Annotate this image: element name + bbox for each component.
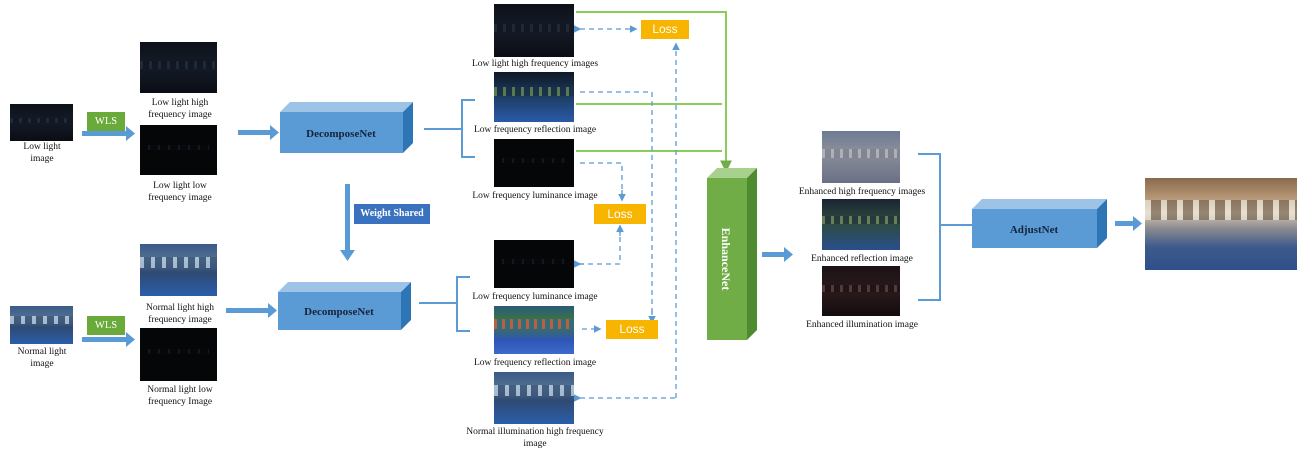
enhancenet-label: EnhanceNet xyxy=(719,228,733,291)
normal-light-input-image xyxy=(10,306,73,344)
low-light-high-frequency-label: Low light high frequency image xyxy=(148,98,212,120)
bottom-reflection-image xyxy=(494,306,574,354)
enhanced-illumination-image xyxy=(822,266,900,316)
enhanced-high-frequency-label: Enhanced high frequency images xyxy=(798,187,926,197)
normal-light-high-frequency-image xyxy=(140,244,217,296)
top-luminance-label: Low frequency luminance image xyxy=(472,191,598,201)
weight-shared-arrow xyxy=(340,184,355,261)
final-enhanced-output-image xyxy=(1145,178,1297,270)
loss-box-3: Loss xyxy=(606,320,658,339)
green-connectors xyxy=(576,11,727,170)
top-luminance-image xyxy=(494,139,574,187)
wls-box-top: WLS xyxy=(87,112,125,131)
arrow-to-decomposenet-bottom xyxy=(226,303,277,318)
bottom-reflection-label: Low frequency reflection image xyxy=(473,358,597,368)
enhanced-illumination-label: Enhanced illumination image xyxy=(806,320,918,330)
wls-arrow-bottom xyxy=(82,332,135,347)
bottom-high-frequency-image xyxy=(494,372,574,424)
enhancenet-block xyxy=(707,168,757,340)
decomposenet-bottom-block xyxy=(278,282,411,330)
enhanced-reflection-image xyxy=(822,199,900,250)
low-light-low-frequency-label: Low light low frequency image xyxy=(148,181,212,203)
top-high-frequency-image xyxy=(494,4,574,57)
loss-box-2: Loss xyxy=(594,204,646,224)
bottom-luminance-label: Low frequency luminance image xyxy=(472,292,598,302)
adjustnet-label: AdjustNet xyxy=(1010,224,1059,236)
top-high-frequency-label: Low light high frequency images xyxy=(471,59,599,69)
normal-light-low-frequency-image xyxy=(140,328,217,381)
arrow-to-output xyxy=(1115,216,1142,231)
enhanced-reflection-label: Enhanced reflection image xyxy=(811,254,913,264)
bottom-luminance-image xyxy=(494,240,574,288)
weight-shared-label: Weight Shared xyxy=(354,204,430,224)
top-reflection-label: Low frequency reflection image xyxy=(473,125,597,135)
bracket-top xyxy=(461,99,475,158)
adjustnet-block xyxy=(972,199,1107,248)
bracket-bottom xyxy=(456,276,470,332)
bracket-enhanced xyxy=(918,153,941,301)
arrow-to-enhanced xyxy=(762,247,793,262)
low-light-high-frequency-image xyxy=(140,42,217,93)
low-light-input-label: Low light image xyxy=(23,142,61,164)
low-light-low-frequency-image xyxy=(140,125,217,175)
decomposenet-bottom-label: DecomposeNet xyxy=(304,306,374,318)
arrow-to-decomposenet-top xyxy=(238,125,279,140)
normal-light-input-label: Normal light image xyxy=(17,347,67,369)
bottom-high-frequency-label: Normal illumination high frequency image xyxy=(466,427,604,449)
normal-light-low-frequency-label: Normal light low frequency Image xyxy=(147,385,213,407)
normal-light-high-frequency-label: Normal light high frequency image xyxy=(145,303,215,325)
loss-box-1: Loss xyxy=(641,20,689,39)
decomposenet-top-label: DecomposeNet xyxy=(306,128,376,140)
low-light-input-image xyxy=(10,104,73,141)
wls-arrow-top xyxy=(82,126,135,141)
loss-connectors xyxy=(573,25,680,402)
top-reflection-image xyxy=(494,72,574,122)
enhanced-high-frequency-image xyxy=(822,131,900,183)
wls-box-bottom: WLS xyxy=(87,316,125,335)
decomposenet-top-block xyxy=(280,102,413,153)
